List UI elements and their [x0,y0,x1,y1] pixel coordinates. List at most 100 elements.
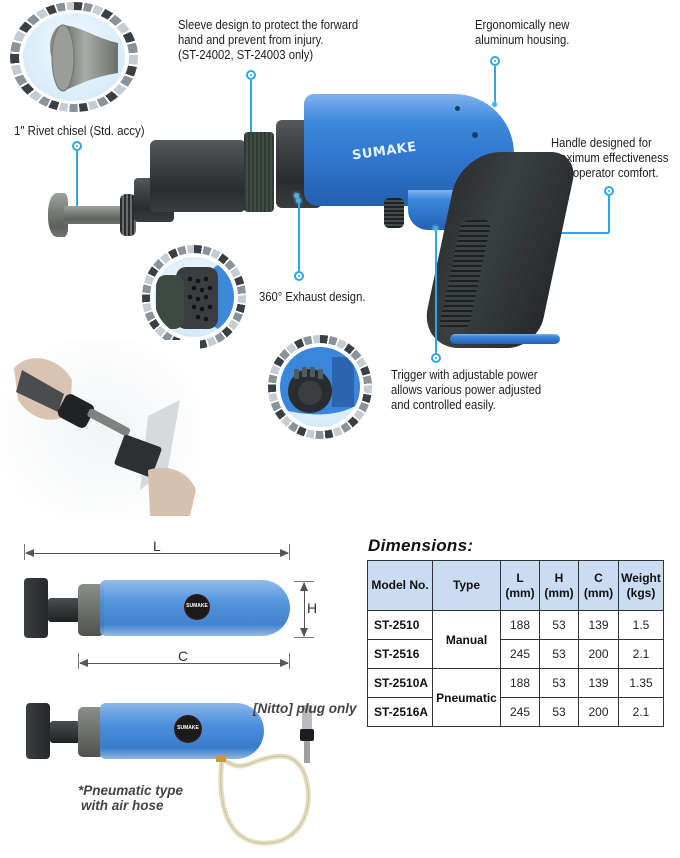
arrow-up-icon [300,582,308,591]
chisel-head [48,193,68,237]
manual-vacuum-cup-image: SUMAKE [22,578,294,642]
leader-line [435,231,437,353]
cell-C: 200 [578,697,619,727]
rivet-chisel-detail-image [23,13,125,101]
header-weight: Weight(kgs) [618,560,664,611]
cell-model: ST-2510A [367,668,433,698]
handle-callout: Handle designed for maximum effectivenes… [551,136,669,180]
dimension-label-H: H [307,600,318,616]
brand-badge [184,594,210,620]
table-row: ST-2510A Pneumatic 188 53 139 1.35 [367,668,664,727]
exhaust-illustration [156,265,234,329]
glow-dot-icon [433,226,438,231]
cell-H: 53 [539,697,579,727]
cell-L: 188 [500,668,540,698]
arrow-left-icon [25,549,34,557]
dimension-tick [289,653,290,669]
dimensions-title: Dimensions: [368,536,474,555]
housing-hole [472,132,478,138]
cup-handle-block [26,703,50,759]
pneumatic-vacuum-cup-image: SUMAKE [22,703,322,853]
cell-L: 245 [500,639,540,669]
cup-neck [48,598,80,622]
table-header-row: Model No. Type L(mm) H(mm) C(mm) Weight(… [367,560,664,611]
retainer-spring [120,194,136,236]
arrow-down-icon [300,628,308,637]
header-model: Model No. [367,560,433,611]
header-H: H(mm) [539,560,579,611]
chisel-shaft [64,206,124,224]
leader-line [608,196,610,233]
dimension-tick [24,544,25,560]
air-hose [216,705,314,846]
cell-L: 188 [500,610,540,640]
leader-line [494,66,496,104]
dimension-label-C: C [178,648,189,664]
cell-weight: 1.5 [618,610,664,640]
dimension-line-C [80,663,288,664]
glow-dot-icon [492,102,497,107]
leader-line [76,151,78,211]
arrow-right-icon [280,549,289,557]
header-C: C(mm) [578,560,619,611]
arrow-left-icon [79,659,88,667]
pneumatic-type-note: *Pneumatic type with air hose [78,783,184,813]
cell-L: 245 [500,697,540,727]
target-circle-icon [72,141,82,151]
target-circle-icon [490,56,500,66]
cell-weight: 1.35 [618,668,664,698]
exhaust-callout: 360° Exhaust design. [259,290,366,304]
cup-handle-block [24,578,48,638]
cell-H: 53 [539,610,579,640]
table-row: ST-2516 245 53 200 2.1 [367,639,664,669]
usage-illustration [0,340,200,520]
brand-badge [174,715,202,743]
cup-neck [50,721,80,743]
sleeve [150,140,246,212]
dimension-line-L [26,553,288,554]
trigger-illustration [280,347,360,415]
housing-callout: Ergonomically new aluminum housing. [475,18,570,47]
leader-line [298,203,300,271]
dimension-tick [78,653,79,669]
leader-line [555,232,609,234]
usage-photo [0,340,200,520]
power-regulator-knob [384,198,404,228]
target-circle-icon [604,186,614,196]
cell-H: 53 [539,668,579,698]
cup-collar [78,707,104,757]
rivet-chisel-callout: 1" Rivet chisel (Std. accy) [14,124,145,138]
cell-type: Pneumatic [432,668,501,727]
dimension-tick [294,637,314,638]
target-circle-icon [246,70,256,80]
nitto-plug-note: [Nitto] plug only [253,701,357,716]
leader-line [250,80,252,158]
exhaust-detail-image [154,257,234,337]
cell-weight: 2.1 [618,639,664,669]
header-type: Type [432,560,501,611]
dimensions-table: Model No. Type L(mm) H(mm) C(mm) Weight(… [367,560,664,727]
dimension-label-L: L [153,538,161,554]
target-circle-icon [431,353,441,363]
cup-collar [78,584,104,636]
cell-type: Manual [432,610,501,669]
cell-model: ST-2510 [367,610,433,640]
air-hammer-product-image: SUMAKE [40,90,620,360]
grip-base-band [450,334,560,344]
brand-badge-text: SUMAKE [177,725,199,731]
cell-model: ST-2516A [367,697,433,727]
target-circle-icon [294,271,304,281]
table-row: ST-2510 Manual 188 53 139 1.5 [367,610,664,669]
glow-dot-icon [296,198,301,203]
brand-badge-text: SUMAKE [186,603,208,609]
dimension-tick [289,544,290,560]
dimension-line-H [304,583,305,636]
dimension-tick [294,581,314,582]
trigger-detail-image [280,347,360,427]
cell-C: 139 [578,668,619,698]
glow-dot-icon [294,193,299,198]
cell-model: ST-2516 [367,639,433,669]
sleeve-callout: Sleeve design to protect the forward han… [178,18,359,62]
table-row: ST-2516A 245 53 200 2.1 [367,697,664,727]
header-L: L(mm) [500,560,540,611]
